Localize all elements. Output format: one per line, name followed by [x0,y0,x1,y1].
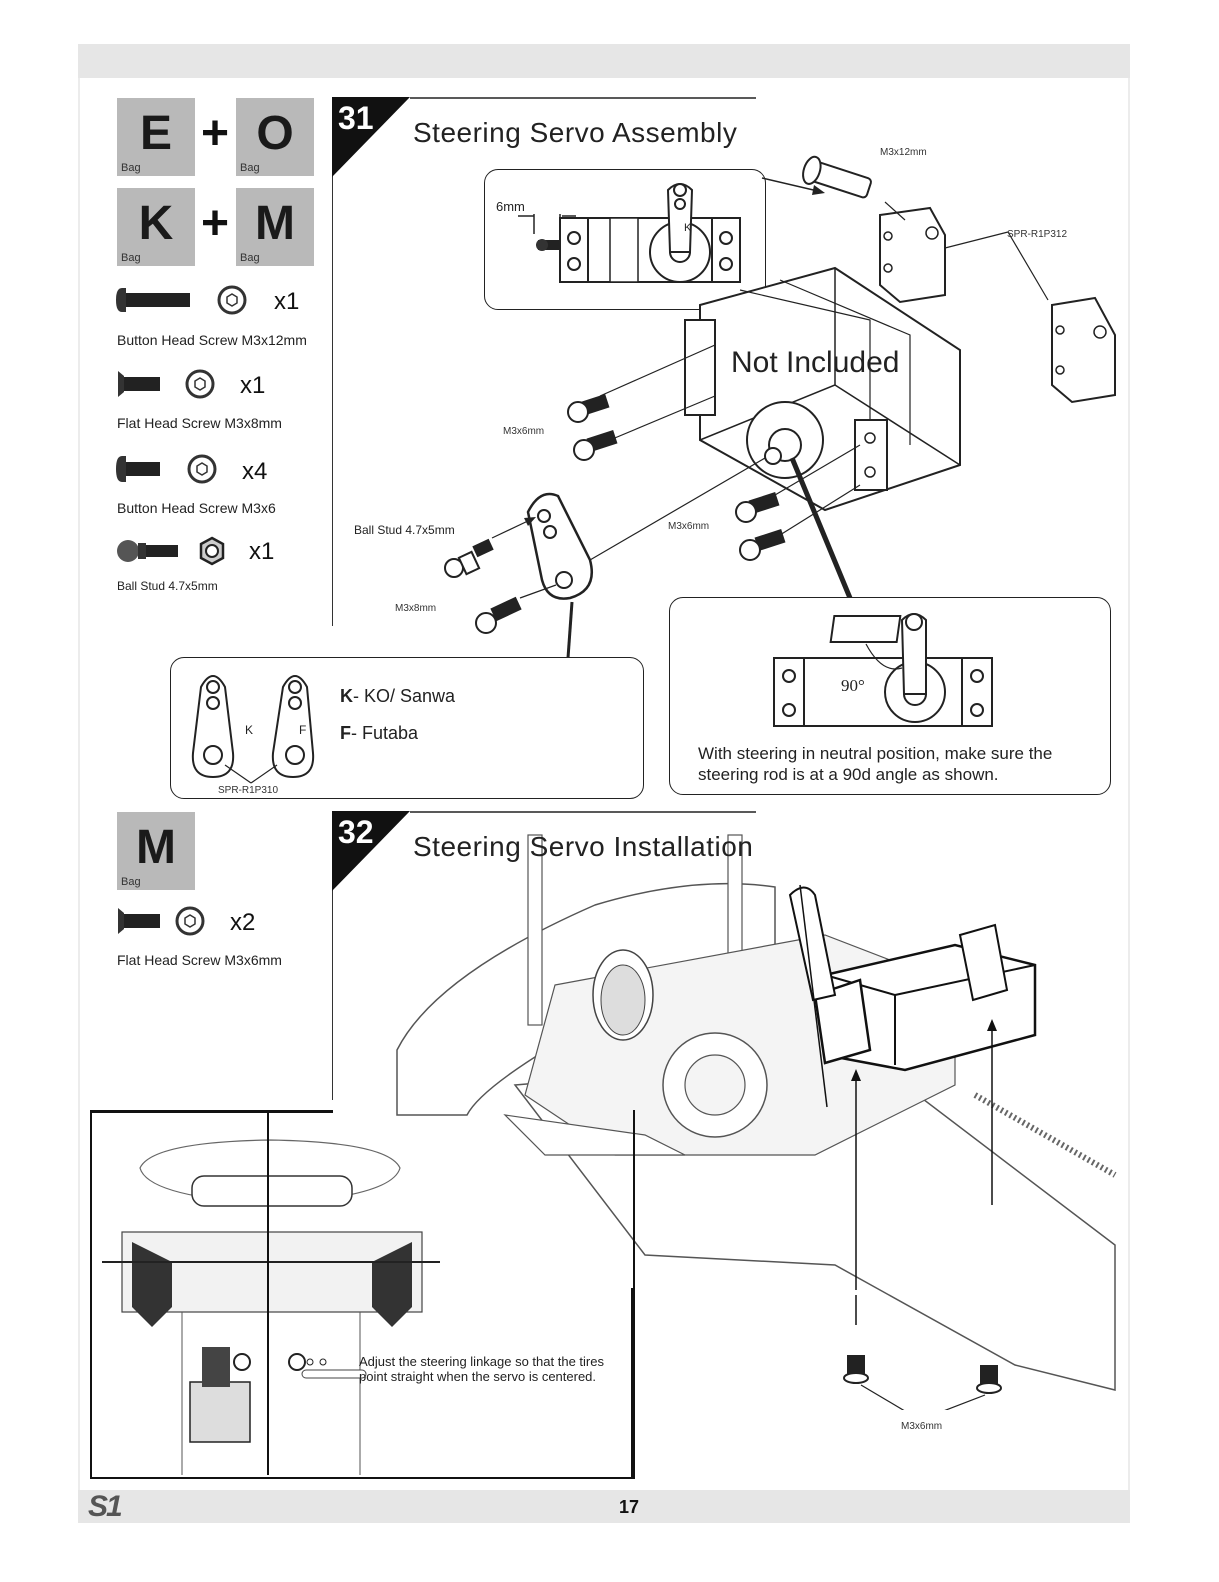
callout-m3x12: M3x12mm [880,147,927,158]
inset-right-edge [631,1288,634,1478]
bag-letter: M [136,821,176,874]
angle-label: 90° [841,676,865,695]
bag-letter: K [138,197,174,250]
servo-exploded-drawing [444,155,1116,659]
bag-o: O Bag [236,98,314,176]
flat-head-screw-icon [118,906,205,936]
bag-label: Bag [240,252,260,264]
button-head-screw-icon [116,454,217,484]
part-name: Button Head Screw M3x12mm [117,332,307,348]
step-31-badge [332,97,756,177]
column-divider [332,98,333,626]
not-included-label: Not Included [731,346,900,379]
callout-m3x8: M3x8mm [395,603,437,614]
step-number: 32 [338,814,374,850]
part-qty: x1 [249,538,275,565]
flat-head-screw-icon [118,369,215,399]
part-name: Flat Head Screw M3x8mm [117,415,282,431]
chassis-drawing [396,834,1117,1410]
plus-sign: + [200,107,230,160]
horn-mark-f: F [299,723,307,737]
ball-stud-icon [117,536,225,566]
part-qty: x2 [230,909,256,936]
neutral-note: With steering in neutral position, make … [698,744,1053,784]
horn-mark: K [684,222,692,234]
part-qty: x1 [240,372,266,399]
part-name: Ball Stud 4.7x5mm [117,579,218,593]
column-divider [332,812,333,1100]
legend-text: - KO/ Sanwa [353,686,456,706]
horn-mark-k: K [245,723,254,737]
page-number: 17 [619,1497,640,1517]
bag-m: M Bag [236,188,314,266]
step-title: Steering Servo Assembly [413,117,738,148]
part-qty: x4 [242,458,268,485]
linkage-note: Adjust the steering linkage so that the … [359,1354,604,1384]
part-name: Flat Head Screw M3x6mm [117,952,282,968]
frame-right [1128,78,1130,1490]
callout-ball-stud: Ball Stud 4.7x5mm [354,523,455,537]
legend-text: - Futaba [351,723,419,743]
legend-item-f: F- Futaba [340,723,418,744]
top-view-inset [90,1110,635,1479]
bag-label: Bag [240,162,260,174]
horn-legend-box [170,657,644,799]
callout-m3x6: M3x6mm [503,426,545,437]
step-number: 31 [338,100,374,136]
top-view-drawing [102,1112,440,1475]
callout-m3x6: M3x6mm [668,521,710,532]
button-head-screw-icon [116,285,247,315]
bag-label: Bag [121,162,141,174]
legend-key: F [340,723,351,743]
servo-neutral-drawing [773,613,993,727]
frame-left [78,78,80,1490]
callout-m3x6: M3x6mm [901,1421,943,1432]
part-name: Button Head Screw M3x6 [117,500,276,516]
bag-k: K Bag [117,188,195,266]
dimension-label: 6mm [496,199,525,214]
footer-bar [78,1490,1130,1523]
bag-letter: M [255,197,295,250]
callout-part-number: SPR-R1P310 [218,785,279,796]
legend-key: K [340,686,353,706]
callout-part-number: SPR-R1P312 [1007,229,1068,240]
legend-item-k: K- KO/ Sanwa [340,686,455,707]
part-qty: x1 [274,288,300,315]
bag-letter: O [256,107,294,160]
bag-m: M Bag [117,812,195,890]
bag-label: Bag [121,876,141,888]
header-bar [78,44,1130,78]
servo-horns-drawing [191,675,315,784]
bag-e: E Bag [117,98,195,176]
bag-letter: E [139,107,172,160]
step-32-badge [332,811,756,891]
bag-label: Bag [121,252,141,264]
step-title: Steering Servo Installation [413,831,754,862]
brand-logo: S1 [88,1490,123,1523]
inset-top-edge [90,1110,333,1113]
servo-front-drawing [518,183,741,283]
plus-sign: + [200,197,230,250]
